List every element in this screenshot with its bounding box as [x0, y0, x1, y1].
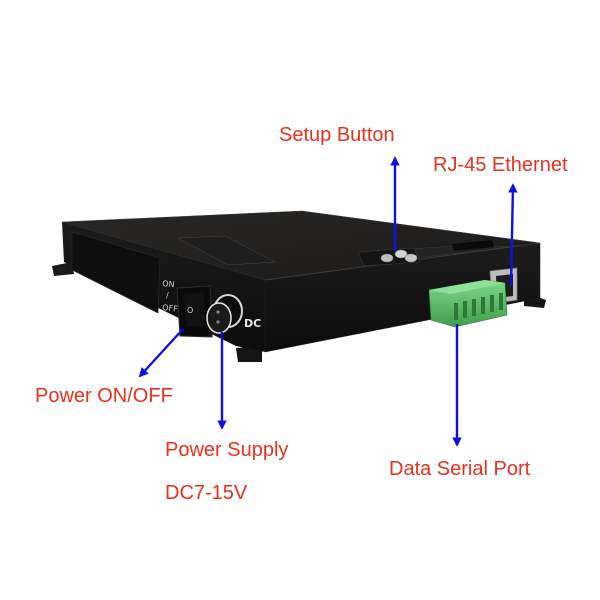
label-rj45-ethernet: RJ-45 Ethernet [433, 154, 568, 176]
callout-arrows [138, 156, 518, 447]
switch-sep-marking: / [166, 291, 169, 300]
dc-marking: DC [244, 317, 261, 330]
switch-off-marking: OFF [162, 303, 179, 314]
label-setup-button: Setup Button [279, 124, 395, 146]
label-data-serial-port: Data Serial Port [389, 458, 531, 480]
arrow-power-switch [138, 328, 184, 378]
label-power-voltage: DC7-15V [165, 482, 248, 504]
label-power-switch: Power ON/OFF [35, 385, 173, 407]
power-switch[interactable]: O [176, 285, 213, 338]
data-serial-port-terminal[interactable] [428, 279, 508, 328]
switch-on-marking: ON [162, 279, 175, 289]
label-power-supply: Power Supply [165, 439, 289, 461]
arrow-rj45 [508, 183, 518, 287]
svg-text:O: O [187, 306, 193, 315]
dc-power-jack[interactable] [206, 294, 243, 334]
